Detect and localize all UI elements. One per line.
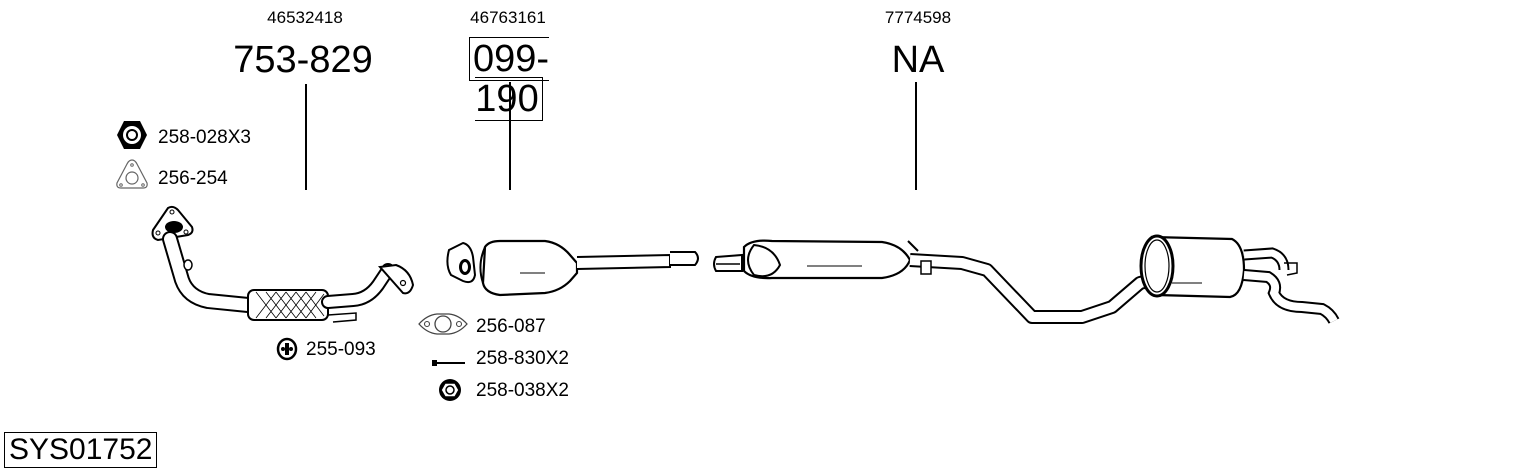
accessory-label-258-028x3[interactable]: 258-028X3 [158, 127, 251, 148]
bolt-icon [432, 360, 465, 366]
front-pipe-drawing[interactable] [148, 205, 423, 325]
accessory-label-255-093[interactable]: 255-093 [306, 339, 376, 360]
catalytic-converter-drawing[interactable] [445, 235, 705, 300]
accessory-label-258-830x2[interactable]: 258-830X2 [476, 348, 569, 369]
leader-line-part-3 [915, 82, 917, 190]
accessory-label-256-254[interactable]: 256-254 [158, 168, 228, 189]
oe-number-part-1: 46532418 [267, 8, 343, 27]
part-number-099-190[interactable]: 099-190 [468, 37, 550, 121]
flange-nut-icon [439, 379, 461, 401]
part-number-box[interactable]: 099-190 [436, 37, 582, 121]
hex-nut-icon [117, 121, 147, 149]
leader-line-part-1 [305, 84, 307, 190]
part-number-753-829[interactable]: 753-829 [233, 39, 373, 81]
accessory-label-256-087[interactable]: 256-087 [476, 316, 546, 337]
system-id-label: SYS01752 [4, 432, 158, 468]
silencer-assembly-drawing[interactable] [712, 225, 1352, 330]
triangular-gasket-icon [116, 159, 148, 189]
accessory-label-258-038x2[interactable]: 258-038X2 [476, 380, 569, 401]
oe-number-part-3: 7774598 [884, 8, 952, 27]
rubber-hanger-icon [276, 337, 298, 361]
oval-flange-gasket-icon [418, 313, 468, 335]
oe-number-part-2: 46763161 [470, 8, 546, 27]
part-number-na[interactable]: NA [891, 39, 945, 81]
leader-line-part-2 [509, 82, 511, 190]
